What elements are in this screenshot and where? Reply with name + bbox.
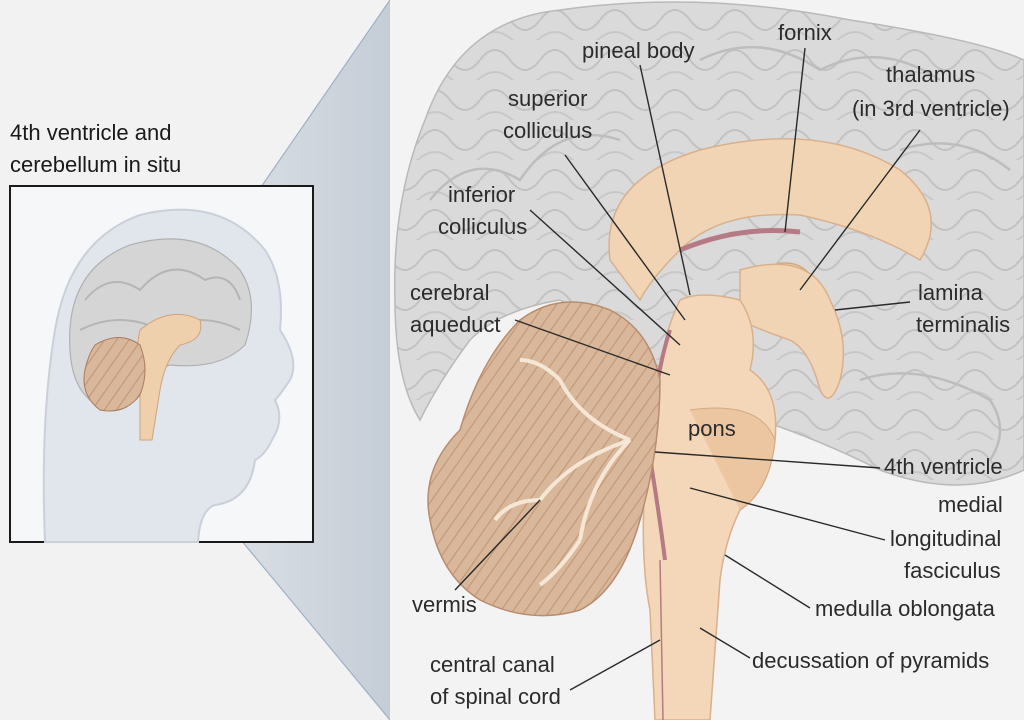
label-pons: pons — [688, 416, 736, 441]
central-canal-line — [659, 559, 664, 720]
label-central-canal-2: of spinal cord — [430, 684, 561, 709]
main-panel — [390, 0, 1024, 720]
gyrus-line — [859, 372, 1002, 461]
label-fourth-ventricle: 4th ventricle — [884, 454, 1003, 479]
label-fornix: fornix — [778, 20, 832, 45]
label-central-canal-1: central canal — [430, 652, 555, 677]
label-superior-colliculus-2: colliculus — [503, 118, 592, 143]
leader-thalamus — [799, 129, 921, 291]
label-superior-colliculus-1: superior — [508, 86, 587, 111]
leader-inferior-colliculus — [529, 209, 681, 346]
leader-fourth-ventricle — [654, 451, 881, 469]
inset-panel: 4th ventricle and cerebellum in situ — [9, 120, 314, 543]
leader-pineal-body — [639, 64, 691, 296]
labels: pineal body fornix thalamus (in 3rd vent… — [410, 20, 1010, 709]
cerebellum — [427, 301, 661, 617]
inset-gyrus-line — [84, 268, 241, 301]
inset-title-line2: cerebellum in situ — [10, 152, 181, 177]
label-decussation-of-pyramids: decussation of pyramids — [752, 648, 989, 673]
fornix-band — [679, 228, 801, 253]
label-thalamus-2: (in 3rd ventricle) — [852, 96, 1010, 121]
gyrus-line — [699, 45, 941, 82]
leader-central-canal — [569, 639, 661, 691]
leader-superior-colliculus — [564, 154, 686, 321]
pons-shade — [689, 407, 776, 511]
inset-title-line1: 4th ventricle and — [10, 120, 171, 145]
leader-mlf — [689, 487, 886, 541]
label-thalamus-1: thalamus — [886, 62, 975, 87]
label-lamina-terminalis-1: lamina — [918, 280, 984, 305]
gyrus-line — [899, 142, 1011, 171]
label-mlf-2: longitudinal — [890, 526, 1001, 551]
corpus-callosum — [608, 138, 932, 302]
label-inferior-colliculus-2: colliculus — [438, 214, 527, 239]
leader-lines — [454, 47, 921, 691]
leader-lamina-terminalis — [834, 301, 911, 311]
vermis-arbor — [493, 358, 632, 587]
label-inferior-colliculus-1: inferior — [448, 182, 515, 207]
leader-cerebral-aqueduct — [514, 319, 671, 376]
label-mlf-3: fasciculus — [904, 558, 1001, 583]
leader-vermis — [454, 499, 541, 591]
label-vermis: vermis — [412, 592, 477, 617]
leader-decussation — [699, 627, 751, 659]
label-pineal-body: pineal body — [582, 38, 695, 63]
hypothalamus — [739, 263, 845, 399]
leader-medulla-oblongata — [724, 554, 811, 609]
label-lamina-terminalis-2: terminalis — [916, 312, 1010, 337]
label-mlf-1: medial — [938, 492, 1003, 517]
gyrus-line — [429, 133, 621, 201]
label-cerebral-aqueduct-1: cerebral — [410, 280, 489, 305]
leader-fornix — [784, 47, 806, 233]
label-cerebral-aqueduct-2: aqueduct — [410, 312, 501, 337]
inset-cerebellum — [83, 337, 146, 412]
label-medulla-oblongata: medulla oblongata — [815, 596, 996, 621]
